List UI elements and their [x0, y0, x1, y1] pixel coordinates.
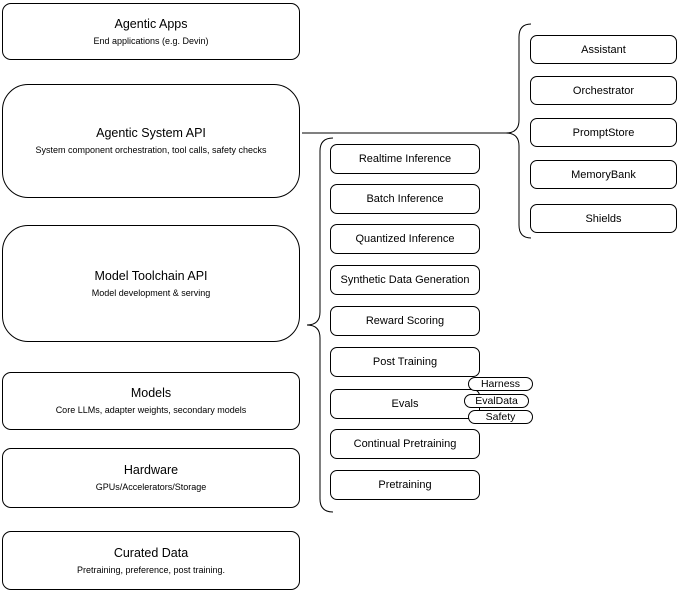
- node-subtitle: Model development & serving: [91, 287, 211, 298]
- tag-safety: Safety: [468, 410, 533, 424]
- node-title: Curated Data: [113, 545, 189, 560]
- node-title: Model Toolchain API: [94, 268, 208, 283]
- tag-harness: Harness: [468, 377, 533, 391]
- node-title: Hardware: [123, 463, 179, 477]
- tag-evaldata: EvalData: [464, 394, 529, 408]
- service-continual-pretraining: Continual Pretraining: [330, 429, 480, 459]
- system-components-brace: [505, 23, 532, 239]
- component-promptstore: PromptStore: [530, 118, 677, 147]
- service-realtime-inference: Realtime Inference: [330, 144, 480, 174]
- node-title: Agentic System API: [96, 126, 206, 140]
- node-subtitle: End applications (e.g. Devin): [93, 35, 209, 46]
- service-pretraining: Pretraining: [330, 470, 480, 500]
- node-subtitle: Core LLMs, adapter weights, secondary mo…: [55, 405, 247, 415]
- component-orchestrator: Orchestrator: [530, 76, 677, 105]
- component-memorybank: MemoryBank: [530, 160, 677, 189]
- service-batch-inference: Batch Inference: [330, 184, 480, 214]
- node-agentic-system-api: Agentic System API System component orch…: [2, 84, 300, 198]
- component-shields: Shields: [530, 204, 677, 233]
- node-agentic-apps: Agentic Apps End applications (e.g. Devi…: [2, 3, 300, 60]
- service-post-training: Post Training: [330, 347, 480, 377]
- node-hardware: Hardware GPUs/Accelerators/Storage: [2, 448, 300, 508]
- toolchain-group-brace: [306, 137, 334, 513]
- service-synthetic-data-generation: Synthetic Data Generation: [330, 265, 480, 295]
- service-reward-scoring: Reward Scoring: [330, 306, 480, 336]
- node-curated-data: Curated Data Pretraining, preference, po…: [2, 531, 300, 590]
- node-title: Models: [130, 386, 172, 400]
- node-subtitle: Pretraining, preference, post training.: [76, 564, 226, 575]
- service-evals: Evals: [330, 389, 480, 419]
- service-quantized-inference: Quantized Inference: [330, 224, 480, 254]
- node-subtitle: System component orchestration, tool cal…: [35, 145, 267, 155]
- node-title: Agentic Apps: [114, 16, 188, 31]
- node-subtitle: GPUs/Accelerators/Storage: [95, 482, 207, 492]
- node-models: Models Core LLMs, adapter weights, secon…: [2, 372, 300, 430]
- node-model-toolchain-api: Model Toolchain API Model development & …: [2, 225, 300, 342]
- component-assistant: Assistant: [530, 35, 677, 64]
